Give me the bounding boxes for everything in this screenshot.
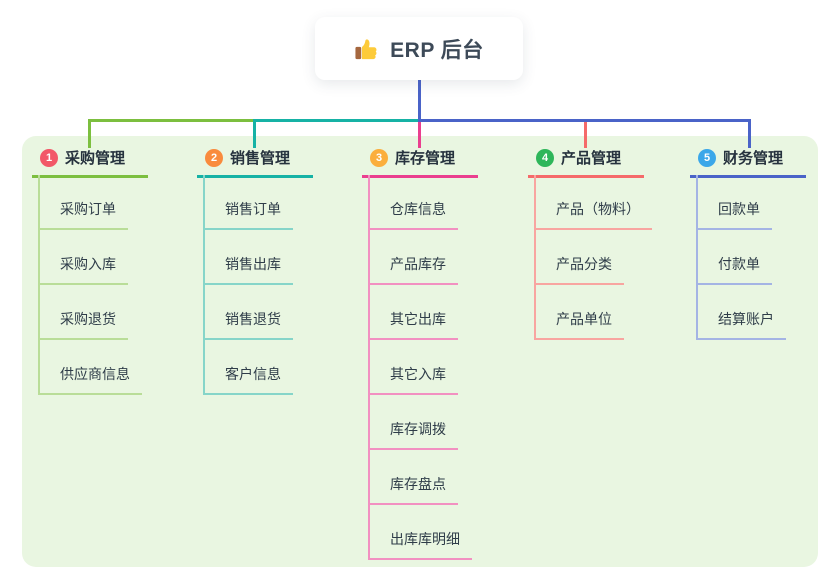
child-node[interactable]: 结算账户 — [698, 285, 786, 340]
branch-header[interactable]: 5 财务管理 — [690, 146, 806, 178]
branch-number-badge: 4 — [536, 148, 554, 167]
child-node[interactable]: 其它出库 — [370, 285, 458, 340]
root-node[interactable]: ERP 后台 — [315, 17, 523, 80]
child-node[interactable]: 库存盘点 — [370, 450, 458, 505]
branch-number-badge: 1 — [40, 148, 58, 167]
branch-purchase: 1 采购管理 采购订单 采购入库 采购退货 供应商信息 — [32, 146, 148, 395]
child-node[interactable]: 其它入库 — [370, 340, 458, 395]
connector-root-drop — [418, 80, 421, 119]
child-node[interactable]: 供应商信息 — [40, 340, 142, 395]
child-node[interactable]: 销售退货 — [205, 285, 293, 340]
child-node[interactable]: 产品分类 — [536, 230, 624, 285]
child-node[interactable]: 付款单 — [698, 230, 772, 285]
branch-header[interactable]: 3 库存管理 — [362, 146, 478, 178]
branch-number-badge: 5 — [698, 148, 716, 167]
connector-horizontal-branch1 — [88, 119, 253, 122]
child-node[interactable]: 库存调拨 — [370, 395, 458, 450]
branch-number-badge: 3 — [370, 148, 388, 167]
branch-header[interactable]: 4 产品管理 — [528, 146, 644, 178]
connector-branch5-drop — [748, 119, 751, 148]
branch-sales: 2 销售管理 销售订单 销售出库 销售退货 客户信息 — [197, 146, 313, 395]
branch-label: 财务管理 — [723, 150, 784, 167]
connector-branch1-drop — [88, 119, 91, 148]
child-node[interactable]: 采购入库 — [40, 230, 128, 285]
branch-label: 库存管理 — [395, 150, 456, 167]
child-node[interactable]: 产品单位 — [536, 285, 624, 340]
branch-number-badge: 2 — [205, 148, 223, 167]
child-node[interactable]: 销售出库 — [205, 230, 293, 285]
branch-product: 4 产品管理 产品（物料） 产品分类 产品单位 — [528, 146, 652, 340]
connector-horizontal-branch5 — [418, 119, 751, 122]
branch-children: 产品（物料） 产品分类 产品单位 — [534, 175, 652, 340]
child-node[interactable]: 仓库信息 — [370, 175, 458, 230]
child-node[interactable]: 客户信息 — [205, 340, 293, 395]
thumbs-up-icon — [354, 36, 380, 62]
branch-children: 采购订单 采购入库 采购退货 供应商信息 — [38, 175, 142, 395]
child-node[interactable]: 产品库存 — [370, 230, 458, 285]
root-node-title: ERP 后台 — [390, 38, 484, 62]
branch-children: 回款单 付款单 结算账户 — [696, 175, 786, 340]
branch-label: 采购管理 — [65, 150, 126, 167]
branch-label: 产品管理 — [561, 150, 622, 167]
branch-label: 销售管理 — [230, 150, 291, 167]
branches-background-panel — [22, 136, 818, 567]
connector-horizontal-branch2 — [253, 119, 418, 122]
branch-header[interactable]: 1 采购管理 — [32, 146, 148, 178]
branch-inventory: 3 库存管理 仓库信息 产品库存 其它出库 其它入库 库存调拨 库存盘点 出库库… — [362, 146, 478, 560]
connector-branch2-drop — [253, 119, 256, 148]
child-node[interactable]: 采购订单 — [40, 175, 128, 230]
child-node[interactable]: 销售订单 — [205, 175, 293, 230]
branch-children: 仓库信息 产品库存 其它出库 其它入库 库存调拨 库存盘点 出库库明细 — [368, 175, 472, 560]
child-node[interactable]: 出库库明细 — [370, 505, 472, 560]
branch-children: 销售订单 销售出库 销售退货 客户信息 — [203, 175, 293, 395]
branch-finance: 5 财务管理 回款单 付款单 结算账户 — [690, 146, 806, 340]
child-node[interactable]: 回款单 — [698, 175, 772, 230]
child-node[interactable]: 产品（物料） — [536, 175, 652, 230]
connector-branch4-drop — [584, 119, 587, 148]
child-node[interactable]: 采购退货 — [40, 285, 128, 340]
branch-header[interactable]: 2 销售管理 — [197, 146, 313, 178]
connector-branch3-drop — [418, 119, 421, 148]
